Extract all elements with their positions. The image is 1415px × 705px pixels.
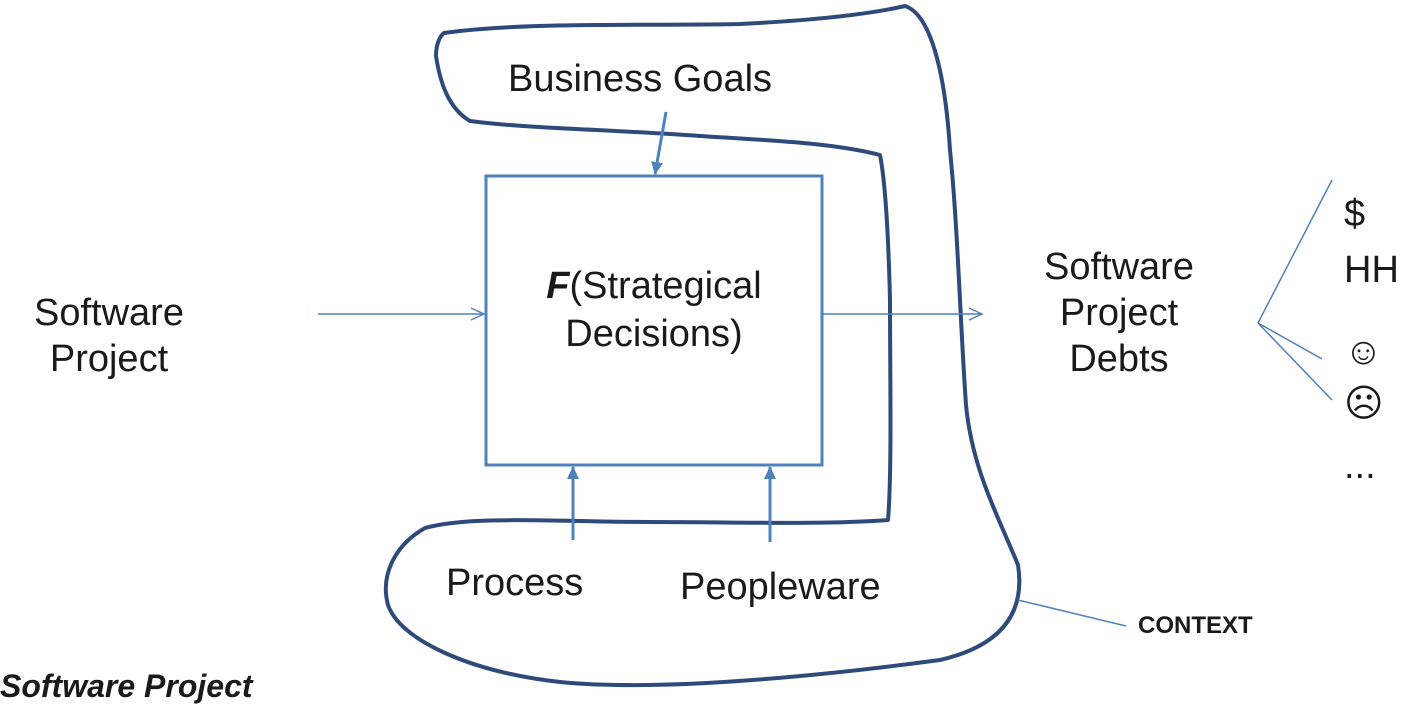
function-box — [484, 174, 824, 467]
input-label-line1: Software — [34, 292, 184, 334]
process-label: Process — [446, 562, 584, 604]
output-label-line1: Software — [1044, 246, 1194, 288]
output-smiley: ☺ — [1344, 331, 1383, 373]
output-label: Software Project Debts — [1012, 244, 1226, 382]
function-label-line1: F(Strategical — [486, 262, 822, 310]
input-label-line2: Project — [49, 338, 169, 380]
function-label: F(Strategical Decisions) — [486, 262, 822, 358]
output-money: $ — [1344, 193, 1366, 235]
business-goals-label: Business Goals — [508, 58, 773, 100]
output-hh: HH — [1344, 249, 1399, 291]
function-label-text: (Strategical — [569, 265, 762, 307]
context-label: CONTEXT — [1138, 612, 1253, 639]
function-label-line2: Decisions) — [565, 313, 743, 355]
footer-title: Software Project — [0, 668, 253, 704]
output-label-line2: Project — [1059, 292, 1179, 334]
context-pointer-line — [1017, 599, 1127, 627]
output-frown: ☹ — [1344, 383, 1384, 425]
context-outline — [383, 4, 1022, 688]
peopleware-label: Peopleware — [680, 566, 881, 608]
output-fan — [1257, 179, 1333, 401]
business-goals-arrow — [651, 111, 668, 175]
output-label-line3: Debts — [1069, 338, 1169, 380]
input-label: Software Project — [6, 290, 212, 382]
function-symbol: F — [546, 265, 570, 307]
output-ellipsis: ... — [1344, 445, 1376, 487]
